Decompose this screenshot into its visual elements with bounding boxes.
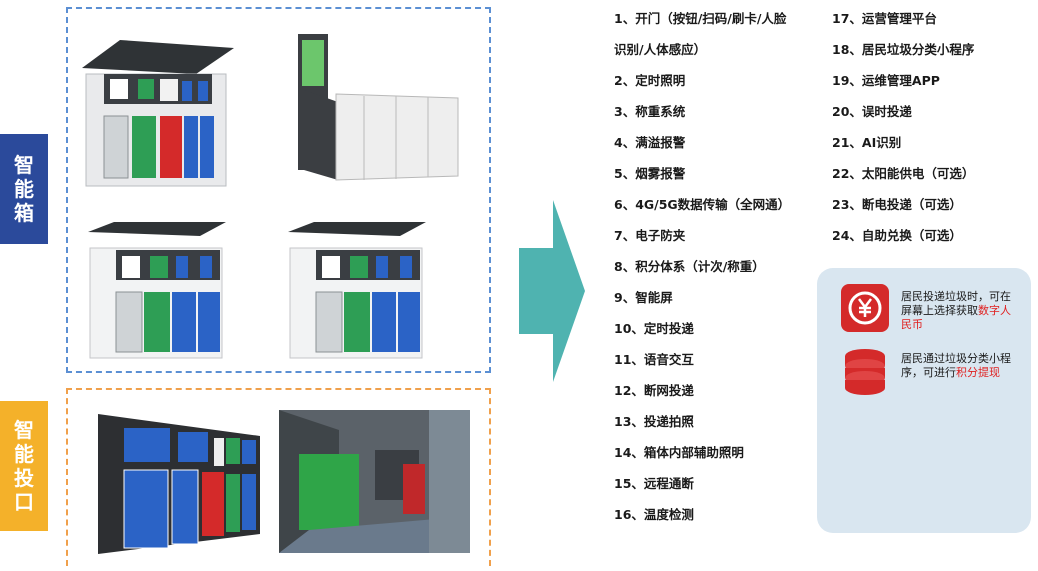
smart-port-label: 智 能 投 口 xyxy=(0,401,48,531)
smart-box-label-char: 箱 xyxy=(14,201,34,225)
smart-port-image-2 xyxy=(279,410,470,553)
feature-item: 2、定时照明 xyxy=(614,73,686,88)
coin-stack-icon xyxy=(845,349,885,395)
smart-box-label: 智 能 箱 xyxy=(0,134,48,244)
feature-item-continued: 识别/人体感应） xyxy=(614,42,707,57)
smart-port-label-char: 能 xyxy=(14,442,34,466)
feature-item: 14、箱体内部辅助照明 xyxy=(614,445,744,460)
feature-item: 11、语音交互 xyxy=(614,352,694,367)
feature-item: 3、称重系统 xyxy=(614,104,686,119)
feature-item: 19、运维管理APP xyxy=(832,73,940,88)
smart-box-label-char: 智 xyxy=(14,153,34,177)
info-item-1-body: 居民投递垃圾时，可在屏幕上选择获取 xyxy=(901,290,1011,317)
smart-port-image-1 xyxy=(98,414,260,554)
feature-item: 1、开门（按钮/扫码/刷卡/人脸 xyxy=(614,11,787,26)
feature-item: 8、积分体系（计次/称重） xyxy=(614,259,765,274)
smart-port-label-char: 投 xyxy=(14,466,34,490)
smart-port-label-char: 口 xyxy=(14,490,34,514)
feature-item: 21、AI识别 xyxy=(832,135,902,150)
smart-port-label-char: 智 xyxy=(14,418,34,442)
smart-box-image-3 xyxy=(88,222,226,359)
feature-item: 4、满溢报警 xyxy=(614,135,686,150)
smart-box-label-char: 能 xyxy=(14,177,34,201)
smart-box-image-2 xyxy=(298,34,459,181)
digital-rmb-icon xyxy=(841,284,889,332)
feature-item: 6、4G/5G数据传输（全网通） xyxy=(614,197,791,212)
feature-item: 16、温度检测 xyxy=(614,507,694,522)
info-item-2-highlight: 积分提现 xyxy=(956,366,1000,379)
feature-item: 5、烟雾报警 xyxy=(614,166,686,181)
smart-box-image-1 xyxy=(82,40,234,187)
feature-item: 24、自助兑换（可选） xyxy=(832,228,962,243)
feature-item: 13、投递拍照 xyxy=(614,414,694,429)
feature-item: 9、智能屏 xyxy=(614,290,673,305)
feature-item: 23、断电投递（可选） xyxy=(832,197,962,212)
info-item-1-highlight: 数字人民币 xyxy=(901,304,1011,331)
feature-item: 12、断网投递 xyxy=(614,383,694,398)
feature-item: 7、电子防夹 xyxy=(614,228,686,243)
smart-box-image-4 xyxy=(288,222,426,359)
feature-item: 17、运营管理平台 xyxy=(832,11,937,26)
feature-item: 15、远程通断 xyxy=(614,476,694,491)
feature-item: 20、误时投递 xyxy=(832,104,912,119)
smart-box-frame xyxy=(66,7,491,373)
info-card: 居民投递垃圾时，可在屏幕上选择获取数字人民币 居民通过垃圾分类小程序，可进行积分… xyxy=(817,268,1031,533)
arrow-right-icon xyxy=(519,200,585,382)
feature-item: 18、居民垃圾分类小程序 xyxy=(832,42,975,57)
info-item-2-text: 居民通过垃圾分类小程序，可进行积分提现 xyxy=(901,352,1013,380)
info-item-1-text: 居民投递垃圾时，可在屏幕上选择获取数字人民币 xyxy=(901,290,1013,332)
feature-item: 22、太阳能供电（可选） xyxy=(832,166,975,181)
feature-item: 10、定时投递 xyxy=(614,321,694,336)
smart-port-frame xyxy=(66,388,491,566)
info-item-2-body: 居民通过垃圾分类小程序，可进行 xyxy=(901,352,1011,379)
